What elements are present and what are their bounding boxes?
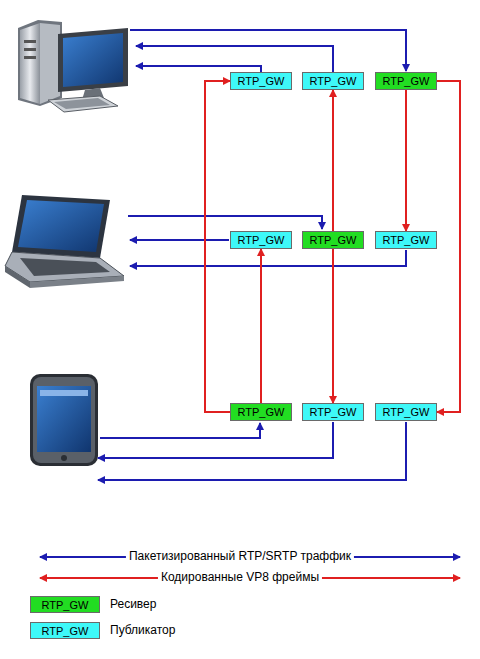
publisher-box: RTP_GW — [375, 231, 437, 249]
publisher-box: RTP_GW — [375, 403, 437, 421]
vp8-frame-connector — [332, 90, 334, 231]
laptop-computer — [5, 195, 124, 288]
box-label: RTP_GW — [310, 75, 357, 87]
legend-text: Публикатор — [110, 623, 175, 637]
box-label: RTP_GW — [383, 234, 430, 246]
vp8-frame-connector — [437, 81, 460, 412]
box-label: RTP_GW — [310, 234, 357, 246]
publisher-box: RTP_GW — [230, 231, 292, 249]
box-label: RTP_GW — [238, 406, 285, 418]
box-label: RTP_GW — [238, 75, 285, 87]
legend-swatch: RTP_GW — [30, 622, 100, 639]
legend-text: Кодированные VP8 фреймы — [158, 570, 322, 584]
legend-text: Ресивер — [110, 597, 156, 611]
vp8-frame-connector — [260, 249, 262, 403]
box-label: RTP_GW — [238, 234, 285, 246]
mobile-phone — [30, 374, 98, 466]
box-label: RTP_GW — [383, 406, 430, 418]
box-label: RTP_GW — [310, 406, 357, 418]
publisher-box: RTP_GW — [230, 72, 292, 90]
vp8-frame-connector — [205, 81, 230, 412]
legend-swatch: RTP_GW — [30, 596, 100, 613]
legend-text: Пакетизированный RTP/SRTP траффик — [126, 549, 354, 563]
box-label: RTP_GW — [383, 75, 430, 87]
swatch-label: RTP_GW — [42, 599, 89, 611]
rtp-traffic-lines — [98, 30, 406, 480]
receiver-box: RTP_GW — [375, 72, 437, 90]
publisher-box: RTP_GW — [302, 72, 364, 90]
receiver-box: RTP_GW — [230, 403, 292, 421]
vp8-frame-connector — [405, 90, 407, 231]
vp8-frame-connector — [332, 249, 334, 403]
receiver-box: RTP_GW — [302, 231, 364, 249]
desktop-computer — [18, 20, 128, 112]
publisher-box: RTP_GW — [302, 403, 364, 421]
swatch-label: RTP_GW — [42, 625, 89, 637]
